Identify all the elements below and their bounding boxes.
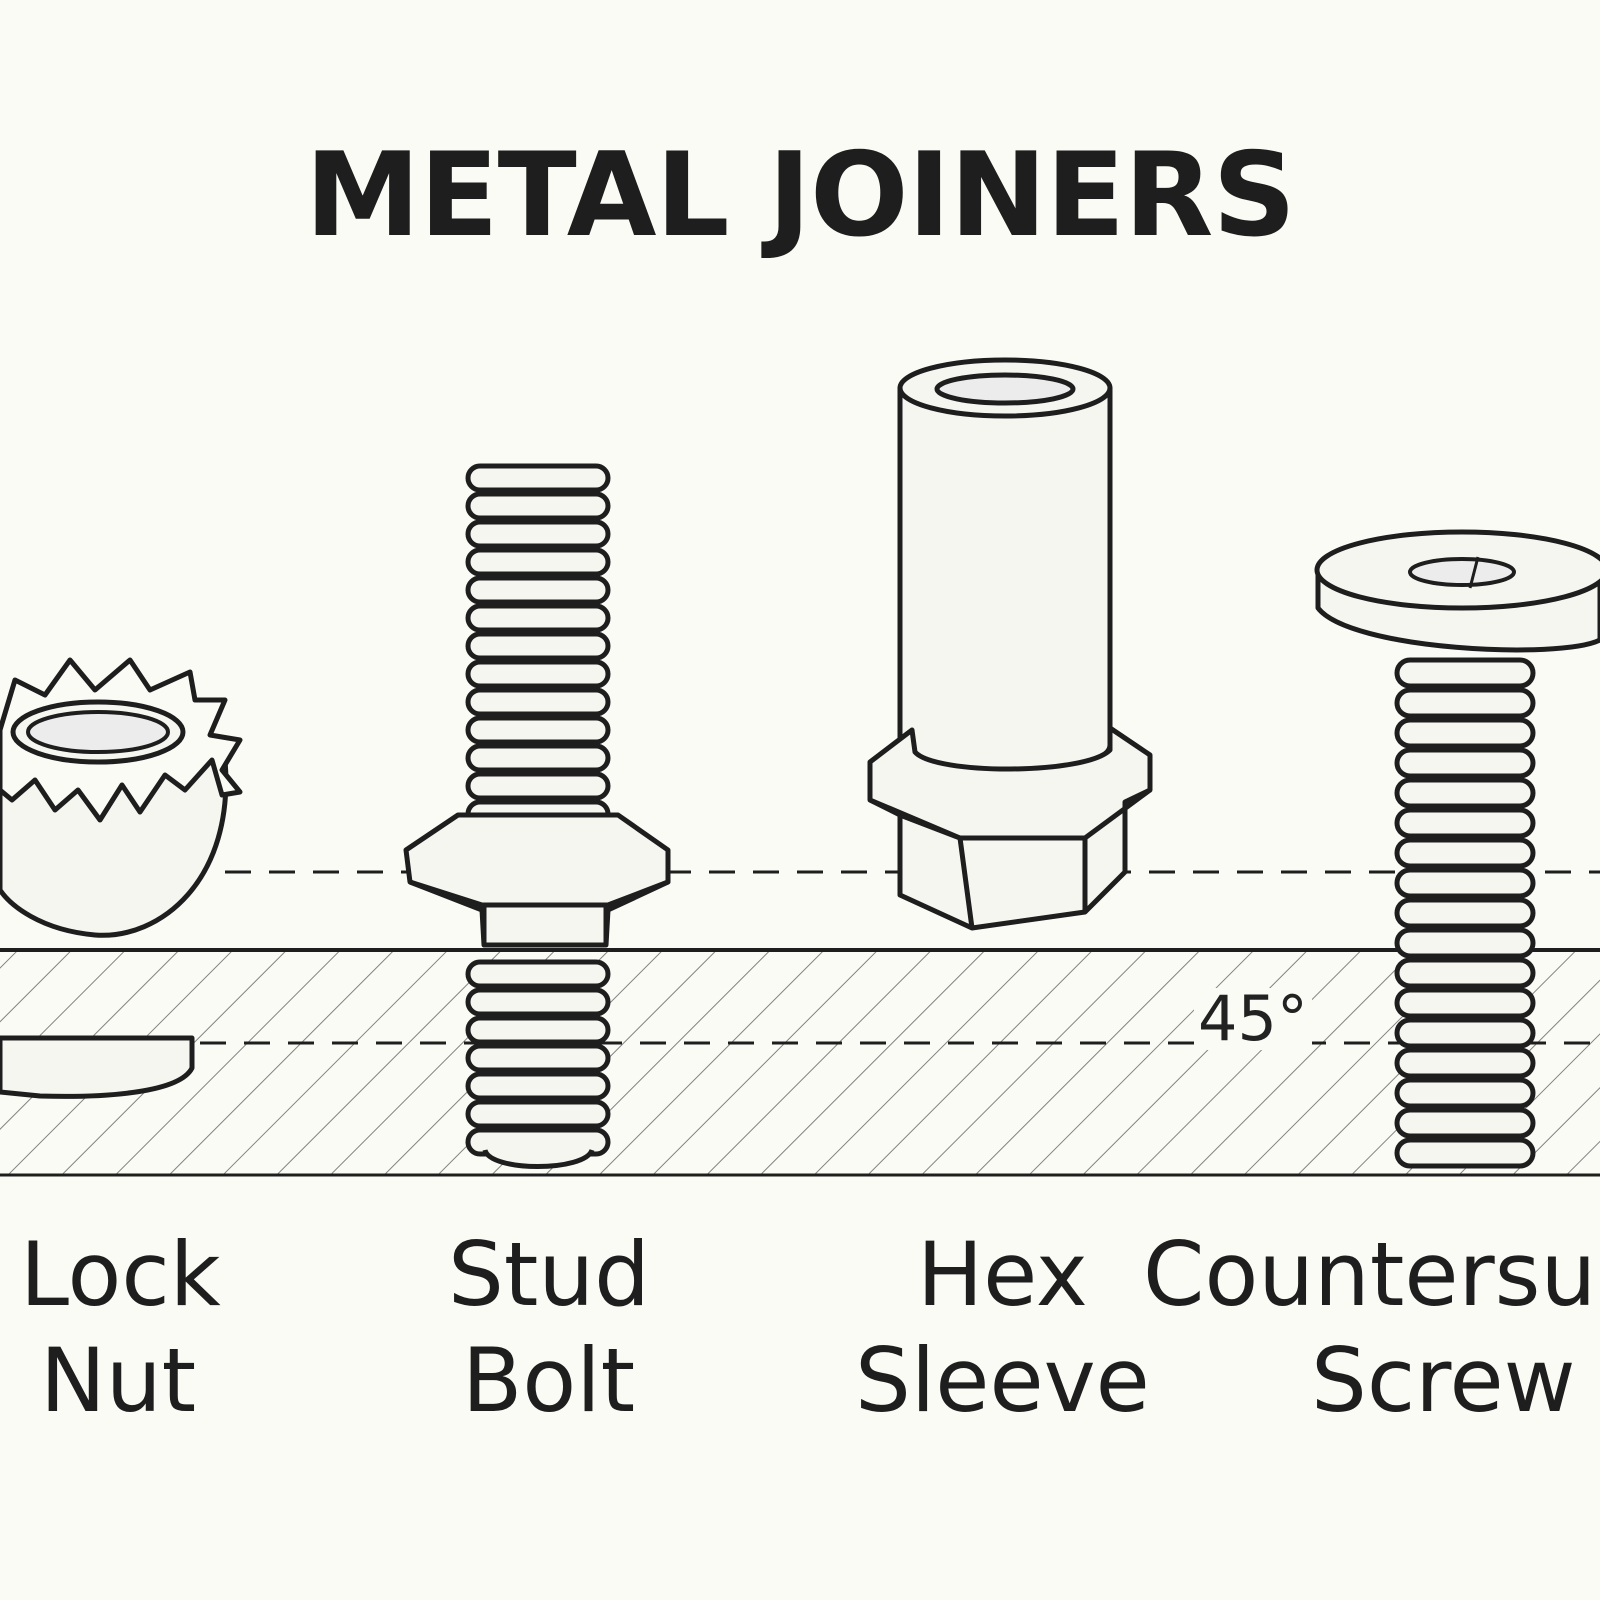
thread-ring — [1394, 687, 1536, 719]
stud-bolt-hex-nut — [403, 812, 671, 948]
thread-ring — [1394, 717, 1536, 749]
countersunk-screw-recess — [1408, 557, 1516, 587]
thread-ring — [1394, 837, 1536, 869]
thread-ring — [1394, 927, 1536, 959]
thread-ring — [1394, 777, 1536, 809]
thread-ring — [1394, 957, 1536, 989]
thread-ring — [465, 659, 611, 689]
diagram-title: METAL JOINERS — [305, 128, 1296, 263]
thread-ring — [465, 1071, 611, 1101]
label-countersunk-screw-line2: Screw — [1311, 1329, 1576, 1432]
thread-ring — [1394, 1047, 1536, 1079]
label-stud-bolt-line2: Bolt — [462, 1329, 636, 1432]
thread-ring — [465, 463, 611, 493]
label-hex-sleeve-line1: Hex — [917, 1223, 1088, 1326]
thread-ring — [465, 1099, 611, 1129]
thread-ring — [465, 959, 611, 989]
angle-annotation: 45° — [1194, 988, 1312, 1050]
label-stud-bolt-line1: Stud — [448, 1223, 650, 1326]
thread-ring — [1394, 657, 1536, 689]
thread-ring — [465, 519, 611, 549]
label-lock-nut-line1: Lock — [20, 1223, 221, 1326]
thread-ring — [1394, 747, 1536, 779]
hex-sleeve-body — [897, 385, 1113, 774]
label-countersunk-screw-line1: Countersun — [1143, 1223, 1600, 1326]
thread-ring — [1394, 867, 1536, 899]
thread-ring — [465, 603, 611, 633]
thread-ring — [465, 631, 611, 661]
stud-bolt-nut-edges — [409, 879, 669, 945]
thread-ring — [1394, 1107, 1536, 1139]
stud-bolt-drawing — [403, 463, 671, 1169]
thread-ring — [1394, 807, 1536, 839]
plate-section — [0, 948, 1600, 1177]
thread-ring — [1394, 987, 1536, 1019]
plate-hatching — [0, 950, 1600, 1175]
label-countersunk-screw: Countersun Screw — [1143, 1222, 1600, 1434]
thread-ring — [465, 987, 611, 1017]
lock-nut-drawing — [0, 657, 243, 1099]
thread-ring — [1394, 1077, 1536, 1109]
thread-ring — [465, 547, 611, 577]
thread-ring — [1394, 1137, 1536, 1169]
thread-ring — [465, 771, 611, 801]
thread-ring — [465, 743, 611, 773]
lock-nut-washer — [0, 1035, 195, 1099]
label-hex-sleeve-line2: Sleeve — [855, 1329, 1150, 1432]
stud-bolt-threads-upper — [465, 463, 611, 857]
countersunk-screw-slot — [1468, 556, 1480, 589]
thread-ring — [465, 491, 611, 521]
label-lock-nut-line2: Nut — [40, 1329, 197, 1432]
thread-ring — [1394, 1017, 1536, 1049]
thread-ring — [1394, 897, 1536, 929]
countersunk-screw-drawing — [1314, 529, 1600, 1169]
label-lock-nut: Lock Nut — [20, 1222, 221, 1434]
thread-ring — [465, 1043, 611, 1073]
thread-ring — [465, 715, 611, 745]
label-stud-bolt: Stud Bolt — [448, 1222, 650, 1434]
stud-bolt-threads-lower — [465, 959, 611, 1157]
stud-bolt-tip — [482, 1148, 595, 1169]
hex-sleeve-bore — [934, 372, 1076, 406]
hex-sleeve-drawing — [867, 357, 1153, 931]
thread-ring — [465, 687, 611, 717]
thread-ring — [465, 575, 611, 605]
thread-ring — [465, 1015, 611, 1045]
label-hex-sleeve: Hex Sleeve — [855, 1222, 1150, 1434]
lock-nut-hole-inner — [26, 710, 170, 754]
hex-sleeve-hex-edges — [869, 787, 1152, 929]
countersunk-screw-threads — [1394, 657, 1536, 1169]
